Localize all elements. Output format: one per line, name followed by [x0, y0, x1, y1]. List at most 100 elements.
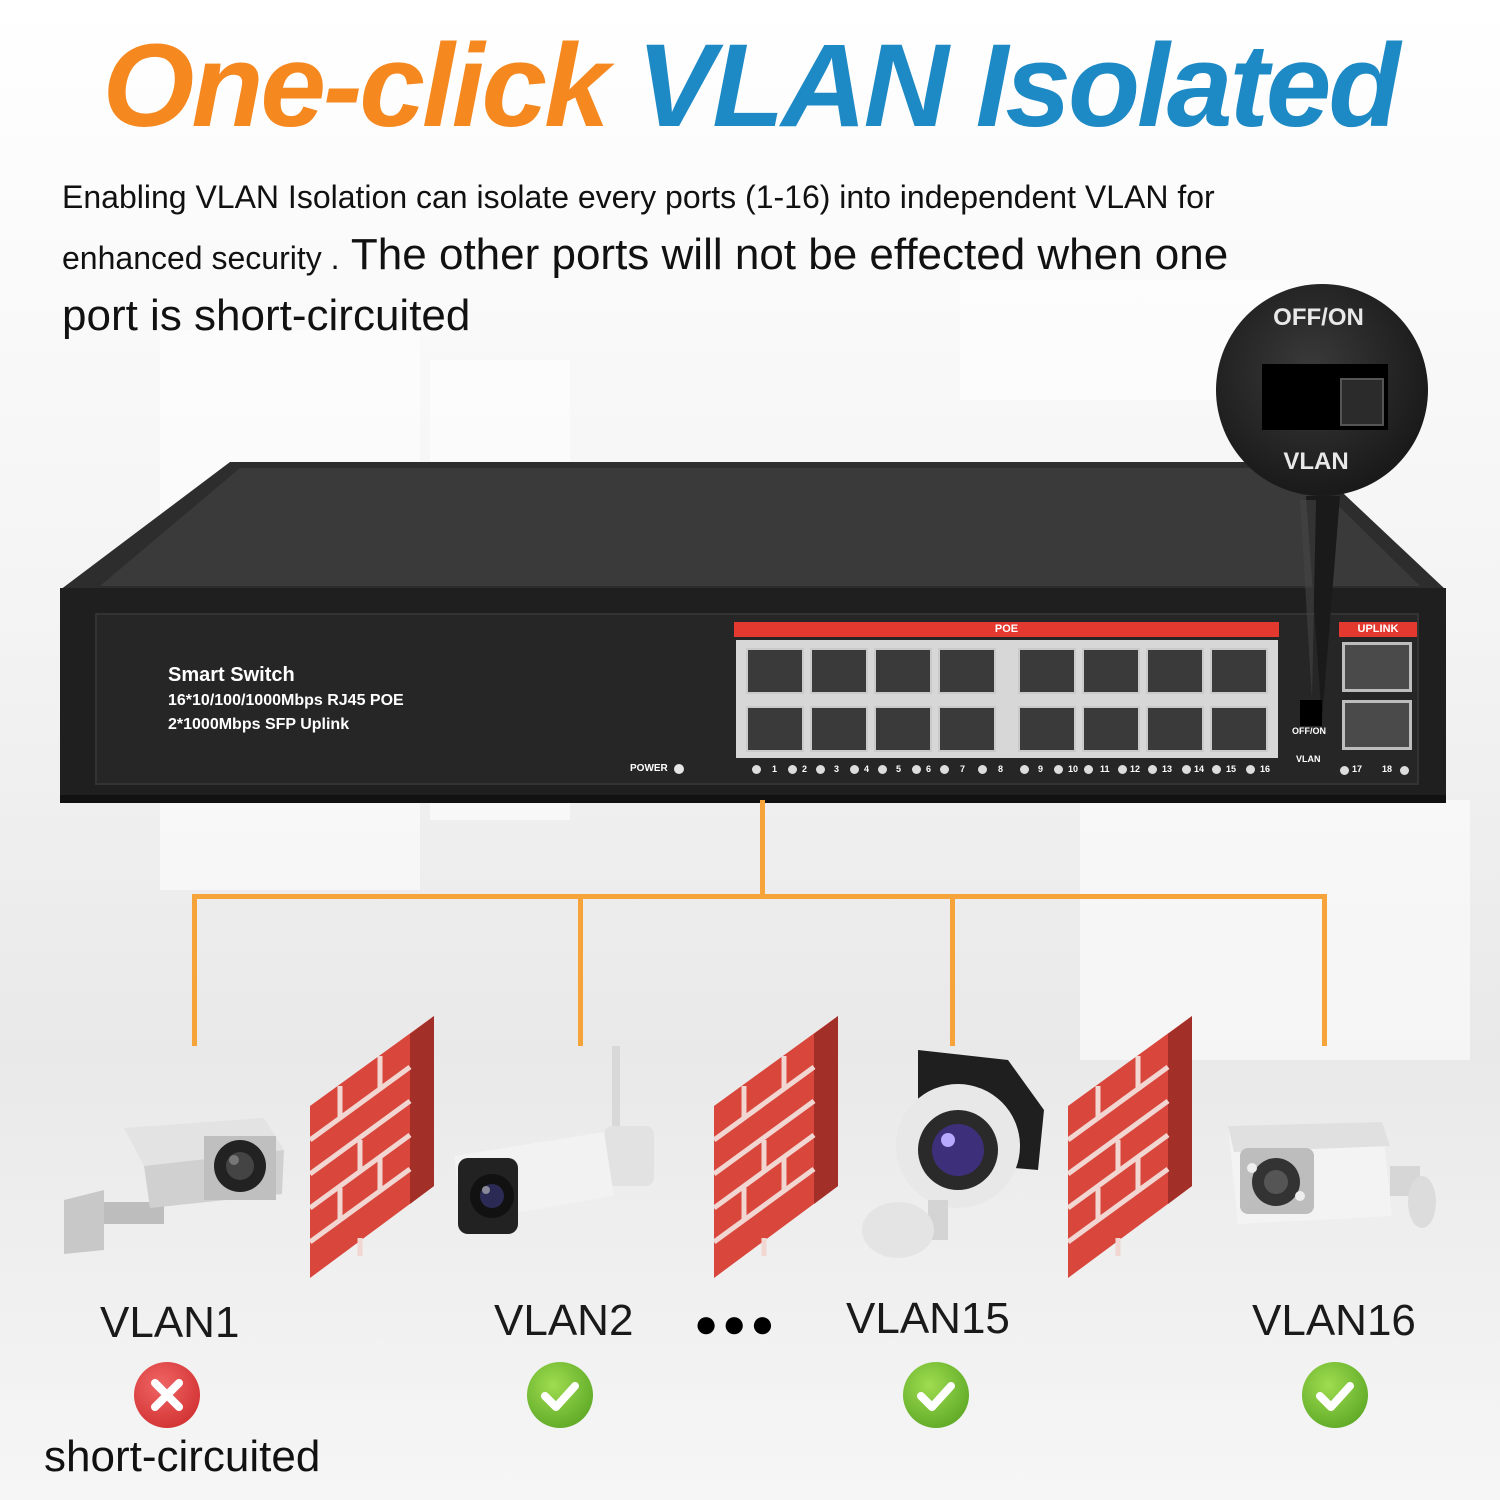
- description-line2-big: The other ports will not be effected whe…: [339, 230, 1229, 279]
- bullet-camera-icon: [454, 1046, 654, 1234]
- headline-part2: VLAN Isolated: [636, 20, 1401, 152]
- port-led: [788, 765, 797, 774]
- switch-spec-rj45: 16*10/100/1000Mbps RJ45 POE: [168, 692, 404, 709]
- port-led-row: 1 2 3 4 5 6 7 8 9 10 11 12 13 14 15 16: [748, 764, 1288, 778]
- uplink-number: 17: [1352, 764, 1363, 774]
- rj45-port[interactable]: [938, 648, 996, 694]
- port-number: 10: [1068, 764, 1079, 774]
- description-line3: port is short-circuited: [62, 291, 471, 340]
- switch-spec-sfp: 2*1000Mbps SFP Uplink: [168, 716, 350, 733]
- port-led: [816, 765, 825, 774]
- rj45-port[interactable]: [1018, 648, 1076, 694]
- port-led: [912, 765, 921, 774]
- panel-switch-label-bottom: VLAN: [1296, 754, 1321, 764]
- uplink-label: UPLINK: [1339, 622, 1417, 637]
- port-number: 4: [864, 764, 870, 774]
- rj45-port[interactable]: [810, 706, 868, 752]
- connection-wire: [192, 894, 197, 1046]
- port-led: [940, 765, 949, 774]
- check-circle-icon: [1302, 1362, 1368, 1428]
- poe-label: POE: [734, 622, 1279, 637]
- connection-wire: [192, 894, 1327, 899]
- description: Enabling VLAN Isolation can isolate ever…: [62, 168, 1362, 345]
- rj45-port[interactable]: [746, 706, 804, 752]
- power-led: [674, 764, 684, 774]
- port-number: 8: [998, 764, 1004, 774]
- sfp-port[interactable]: [1342, 642, 1412, 692]
- port-led: [1118, 765, 1127, 774]
- sfp-port[interactable]: [1342, 700, 1412, 750]
- box-camera-icon: [64, 1118, 284, 1254]
- port-led: [1246, 765, 1255, 774]
- vlan-label: VLAN2: [494, 1296, 634, 1345]
- port-number: 14: [1194, 764, 1205, 774]
- connection-wire: [1322, 894, 1327, 1046]
- port-number: 3: [834, 764, 840, 774]
- bullet-camera-icon: [1228, 1122, 1436, 1228]
- x-circle-icon: [134, 1362, 200, 1428]
- rj45-port[interactable]: [746, 648, 804, 694]
- rj45-port[interactable]: [938, 706, 996, 752]
- port-number: 15: [1226, 764, 1237, 774]
- port-led: [878, 765, 887, 774]
- port-led: [850, 765, 859, 774]
- vlan-label: VLAN1: [100, 1298, 240, 1347]
- rj45-port[interactable]: [1082, 648, 1140, 694]
- port-led: [752, 765, 761, 774]
- port-number: 1: [772, 764, 778, 774]
- switch-title: Smart Switch: [168, 664, 295, 686]
- rj45-port-block: [736, 640, 1278, 758]
- vlan-label: VLAN16: [1252, 1296, 1416, 1345]
- ellipsis: ●●●: [694, 1302, 779, 1346]
- vlan-toggle-knob[interactable]: [1340, 378, 1384, 426]
- port-led: [1020, 765, 1029, 774]
- rj45-port[interactable]: [1082, 706, 1140, 752]
- background-shape: [1080, 800, 1470, 1060]
- port-led: [1182, 765, 1191, 774]
- headline-part1: One-click: [102, 20, 610, 152]
- description-line1: Enabling VLAN Isolation can isolate ever…: [62, 179, 1215, 215]
- uplink-number: 18: [1382, 764, 1393, 774]
- uplink-led: [1340, 766, 1349, 775]
- rj45-port[interactable]: [810, 648, 868, 694]
- connection-wire: [760, 800, 765, 896]
- firewall-icon: [714, 1016, 838, 1278]
- panel-switch-label-top: OFF/ON: [1292, 726, 1326, 736]
- rj45-port[interactable]: [1018, 706, 1076, 752]
- port-number: 5: [896, 764, 902, 774]
- callout-top-label: OFF/ON: [1273, 304, 1364, 331]
- short-circuited-label: short-circuited: [44, 1432, 321, 1481]
- rj45-port[interactable]: [874, 706, 932, 752]
- port-led: [1084, 765, 1093, 774]
- port-led: [1212, 765, 1221, 774]
- rj45-port[interactable]: [1210, 648, 1268, 694]
- rj45-port[interactable]: [874, 648, 932, 694]
- port-number: 2: [802, 764, 808, 774]
- rj45-port[interactable]: [1210, 706, 1268, 752]
- port-number: 9: [1038, 764, 1044, 774]
- uplink-led: [1400, 766, 1409, 775]
- dome-camera-icon: [862, 1050, 1044, 1258]
- connection-wire: [578, 894, 583, 1046]
- port-led: [978, 765, 987, 774]
- headline: One-click VLAN Isolated: [0, 20, 1500, 152]
- vlan-label: VLAN15: [846, 1294, 1010, 1343]
- rj45-port[interactable]: [1146, 648, 1204, 694]
- port-number: 16: [1260, 764, 1271, 774]
- port-number: 11: [1100, 764, 1110, 774]
- port-number: 6: [926, 764, 932, 774]
- power-label: POWER: [630, 763, 668, 774]
- rj45-port[interactable]: [1146, 706, 1204, 752]
- vlan-switch-callout: OFF/ON VLAN: [1216, 284, 1428, 496]
- port-number: 13: [1162, 764, 1173, 774]
- description-line2-small: enhanced security .: [62, 240, 340, 276]
- port-led: [1148, 765, 1157, 774]
- check-circle-icon: [527, 1362, 593, 1428]
- check-circle-icon: [903, 1362, 969, 1428]
- firewall-icon: [310, 1016, 434, 1278]
- port-number: 7: [960, 764, 966, 774]
- port-number: 12: [1130, 764, 1141, 774]
- callout-bottom-label: VLAN: [1283, 448, 1349, 475]
- port-led: [1054, 765, 1063, 774]
- firewall-icon: [1068, 1016, 1192, 1278]
